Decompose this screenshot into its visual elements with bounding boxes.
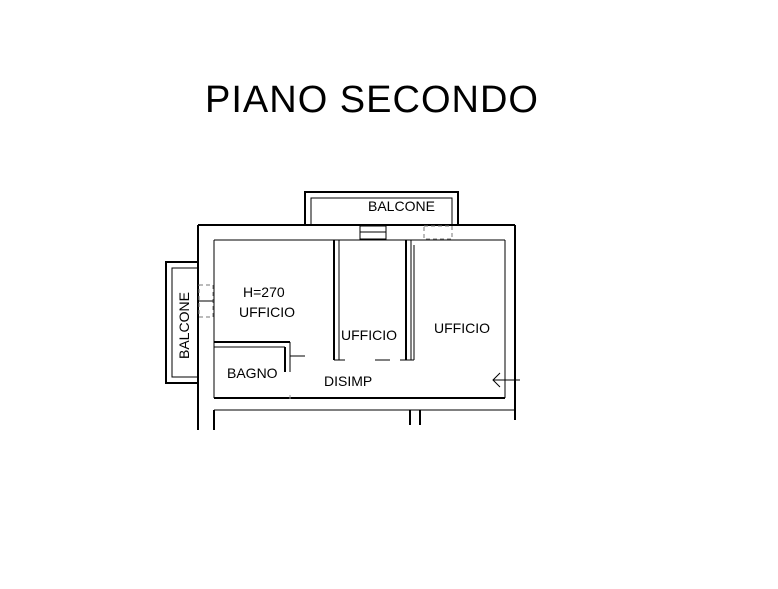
- interior-walls: [214, 240, 415, 399]
- label-ufficio-1: UFFICIO: [239, 304, 295, 320]
- label-ufficio-2: UFFICIO: [341, 327, 397, 343]
- label-ufficio-1-height: H=270: [243, 284, 285, 300]
- entrance-arrow-icon: [492, 372, 520, 388]
- windows: [198, 225, 453, 318]
- label-bagno: BAGNO: [227, 365, 278, 381]
- balcony-left: [165, 261, 198, 384]
- label-ufficio-3: UFFICIO: [434, 320, 490, 336]
- label-balcone-left: BALCONE: [176, 292, 192, 359]
- label-balcone-top: BALCONE: [368, 198, 435, 214]
- outer-walls: [197, 224, 516, 430]
- plan-title: PIANO SECONDO: [205, 79, 539, 121]
- label-disimp: DISIMP: [324, 373, 372, 389]
- balcony-top: [304, 191, 459, 225]
